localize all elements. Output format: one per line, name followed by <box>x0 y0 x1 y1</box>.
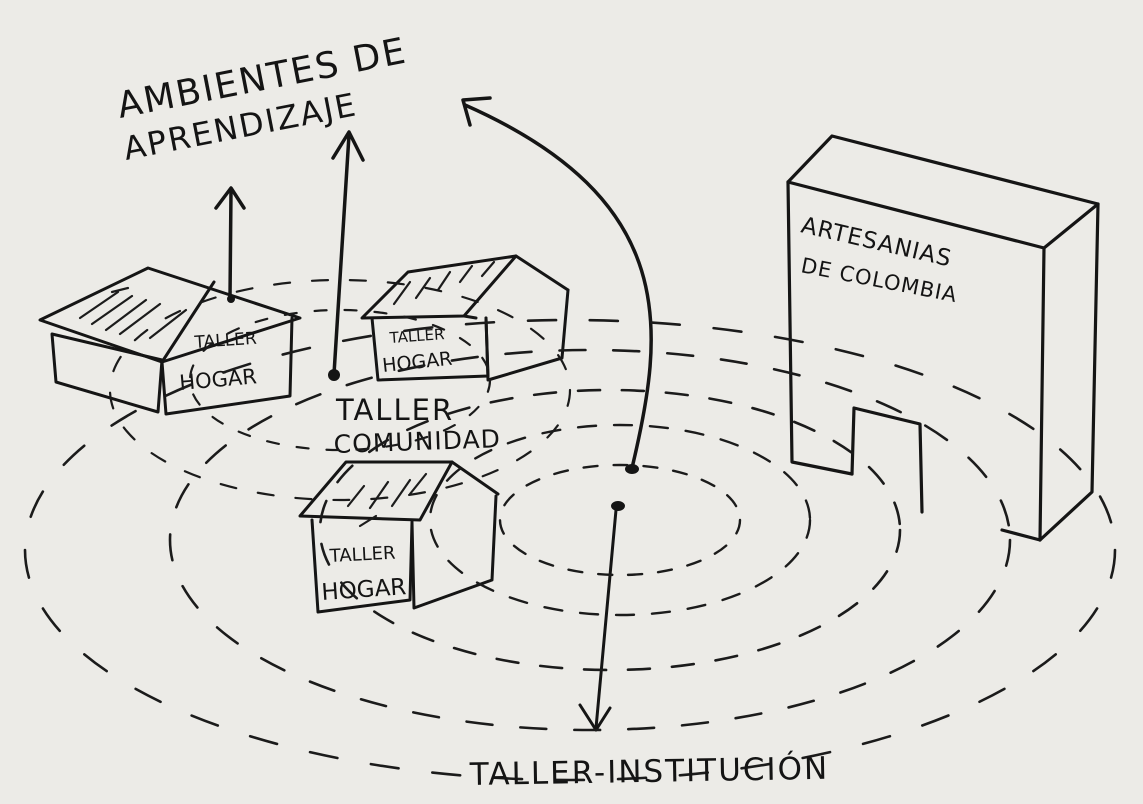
arrow-institution-curve <box>461 96 653 474</box>
house-center-label-1: TALLER <box>388 325 445 347</box>
house-center-label-2: HOGAR <box>381 348 453 377</box>
house-bottom-label-1: TALLER <box>328 543 396 567</box>
house-bottom-label-2: HOGAR <box>321 574 408 606</box>
community-label: TALLER COMUNIDAD <box>333 393 501 459</box>
title-label: AMBIENTES DE APRENDIZAJE <box>114 30 411 167</box>
artesanias-building: ARTESANIAS DE COLOMBIA <box>786 134 1100 542</box>
house-left-label-2: HOGAR <box>178 364 257 395</box>
house-left-label-1: TALLER <box>193 329 258 353</box>
house-bottom: TALLER HOGAR <box>298 460 500 614</box>
institution-workshop-label: TALLER-INSTITUCIÓN <box>468 750 829 793</box>
ground-dashes <box>23 278 1117 782</box>
community-label-2: COMUNIDAD <box>333 424 501 459</box>
arrow-house-left-up <box>214 186 246 303</box>
arrow-community-up <box>328 130 365 381</box>
house-center: TALLER HOGAR <box>360 254 570 382</box>
dot-marker <box>611 501 625 511</box>
community-label-1: TALLER <box>335 393 454 427</box>
house-left: TALLER HOGAR <box>38 266 302 416</box>
dot-marker <box>625 464 639 474</box>
dot-marker <box>328 369 340 381</box>
